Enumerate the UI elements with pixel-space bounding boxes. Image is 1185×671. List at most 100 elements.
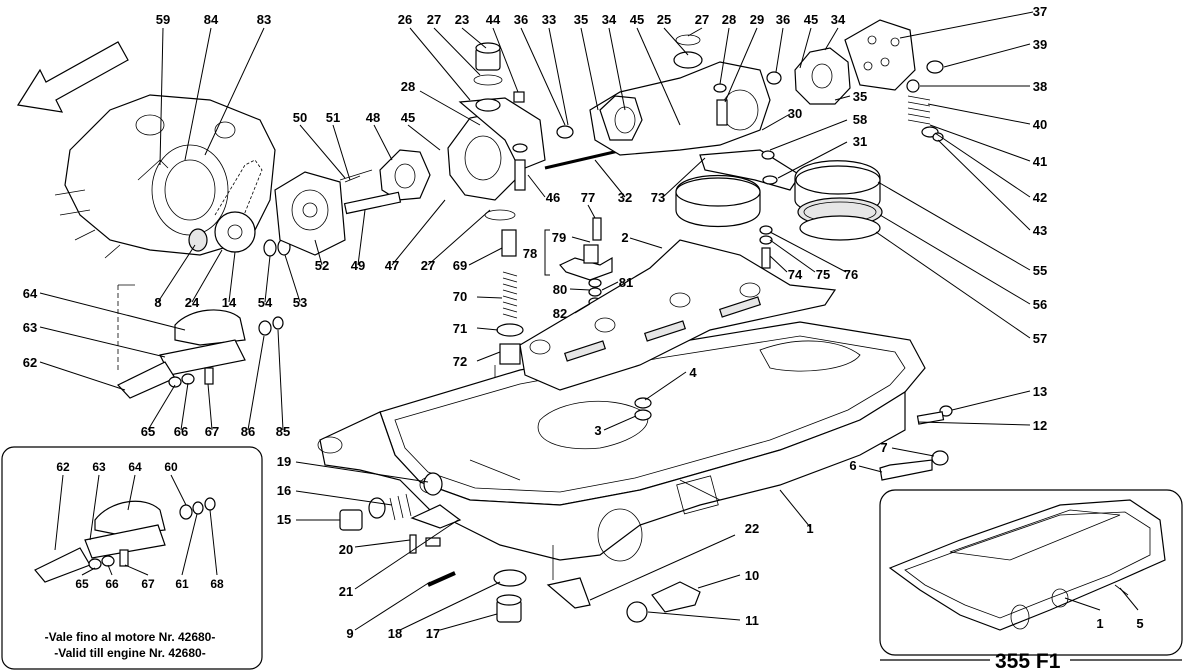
callout-70: 70: [453, 289, 467, 304]
callout-17: 17: [426, 626, 440, 641]
callout-27c: 27: [421, 258, 435, 273]
callout-45c: 45: [401, 110, 415, 125]
callout-35b: 35: [853, 89, 867, 104]
callout-53: 53: [293, 295, 307, 310]
callout-28b: 28: [401, 79, 415, 94]
callout-21: 21: [339, 584, 353, 599]
callout-74: 74: [788, 267, 803, 282]
callout-49: 49: [351, 258, 365, 273]
callout-inset-68: 68: [210, 577, 224, 591]
callout-18: 18: [388, 626, 402, 641]
callout-38: 38: [1033, 79, 1047, 94]
callout-81: 81: [619, 275, 633, 290]
callout-28a: 28: [722, 12, 736, 27]
callout-58: 58: [853, 112, 867, 127]
callout-63a: 63: [23, 320, 37, 335]
callout-32: 32: [618, 190, 632, 205]
callout-12: 12: [1033, 418, 1047, 433]
callout-47: 47: [385, 258, 399, 273]
callout-64a: 64: [23, 286, 38, 301]
callout-72: 72: [453, 354, 467, 369]
callout-22: 22: [745, 521, 759, 536]
callout-25: 25: [657, 12, 671, 27]
inset-oil-pan-overview: [879, 489, 1183, 656]
callout-6: 6: [849, 458, 856, 473]
callout-82: 82: [553, 306, 567, 321]
callout-27b: 27: [695, 12, 709, 27]
callout-66a: 66: [174, 424, 188, 439]
callout-inset-62: 62: [56, 460, 70, 474]
pump-cover-37: [844, 19, 916, 91]
callout-26: 26: [398, 12, 412, 27]
callout-9: 9: [346, 626, 353, 641]
callout-inset-5: 5: [1136, 616, 1143, 631]
callout-41: 41: [1033, 154, 1047, 169]
breather-assembly: [117, 284, 284, 399]
pump-cover: [274, 171, 346, 256]
bolts-right: [879, 405, 953, 481]
callout-inset-67: 67: [141, 577, 155, 591]
callout-34b: 34: [831, 12, 846, 27]
oil-level-sensor: [559, 217, 613, 307]
callout-35a: 35: [574, 12, 588, 27]
callout-inset-61: 61: [175, 577, 189, 591]
callout-80: 80: [553, 282, 567, 297]
callout-79: 79: [552, 230, 566, 245]
callout-69: 69: [453, 258, 467, 273]
callout-24: 24: [185, 295, 200, 310]
callout-85: 85: [276, 424, 290, 439]
callout-57: 57: [1033, 331, 1047, 346]
callout-2: 2: [621, 230, 628, 245]
callout-65a: 65: [141, 424, 155, 439]
callout-71: 71: [453, 321, 467, 336]
callout-31: 31: [853, 134, 867, 149]
callout-84: 84: [204, 12, 219, 27]
callout-inset-66: 66: [105, 577, 119, 591]
note-line-2: -Valid till engine Nr. 42680-: [54, 646, 205, 660]
callout-36b: 36: [776, 12, 790, 27]
callout-86: 86: [241, 424, 255, 439]
callout-43: 43: [1033, 223, 1047, 238]
callout-inset-64: 64: [128, 460, 142, 474]
callout-59: 59: [156, 12, 170, 27]
pump-gear-34: [766, 47, 851, 105]
callout-73: 73: [651, 190, 665, 205]
callout-36a: 36: [514, 12, 528, 27]
callout-75: 75: [816, 267, 830, 282]
sensor-10-11: [626, 581, 701, 623]
callout-33: 33: [542, 12, 556, 27]
callout-50: 50: [293, 110, 307, 125]
callout-11: 11: [745, 613, 759, 628]
drain-plug-left: [339, 472, 443, 531]
callout-45b: 45: [804, 12, 818, 27]
callout-inset-60: 60: [164, 460, 178, 474]
callout-inset-63: 63: [92, 460, 106, 474]
direction-arrow-icon: [17, 41, 129, 113]
callout-48: 48: [366, 110, 380, 125]
callout-77: 77: [581, 190, 595, 205]
callout-10: 10: [745, 568, 759, 583]
callout-76: 76: [844, 267, 858, 282]
relief-valve-assembly: [484, 209, 524, 445]
callout-52: 52: [315, 258, 329, 273]
diagram-code: 355 F1: [995, 650, 1061, 671]
callout-37: 37: [1033, 4, 1047, 19]
inset-breather-variant: [1, 446, 263, 670]
bolts-44-46: [512, 91, 528, 191]
gear-pump-body: [556, 34, 771, 156]
bolts-74-75: [759, 225, 773, 269]
callout-23: 23: [455, 12, 469, 27]
callout-1a: 1: [806, 521, 813, 536]
callout-20: 20: [339, 542, 353, 557]
callout-19: 19: [277, 454, 291, 469]
callout-27a: 27: [427, 12, 441, 27]
callout-45a: 45: [630, 12, 644, 27]
callout-44: 44: [486, 12, 501, 27]
callout-30: 30: [788, 106, 802, 121]
washer-3-4: [634, 397, 652, 421]
callout-56: 56: [1033, 297, 1047, 312]
callout-40: 40: [1033, 117, 1047, 132]
engine-block: [54, 94, 276, 259]
diagram-code-block: 355 F1: [880, 650, 1182, 671]
callout-83: 83: [257, 12, 271, 27]
